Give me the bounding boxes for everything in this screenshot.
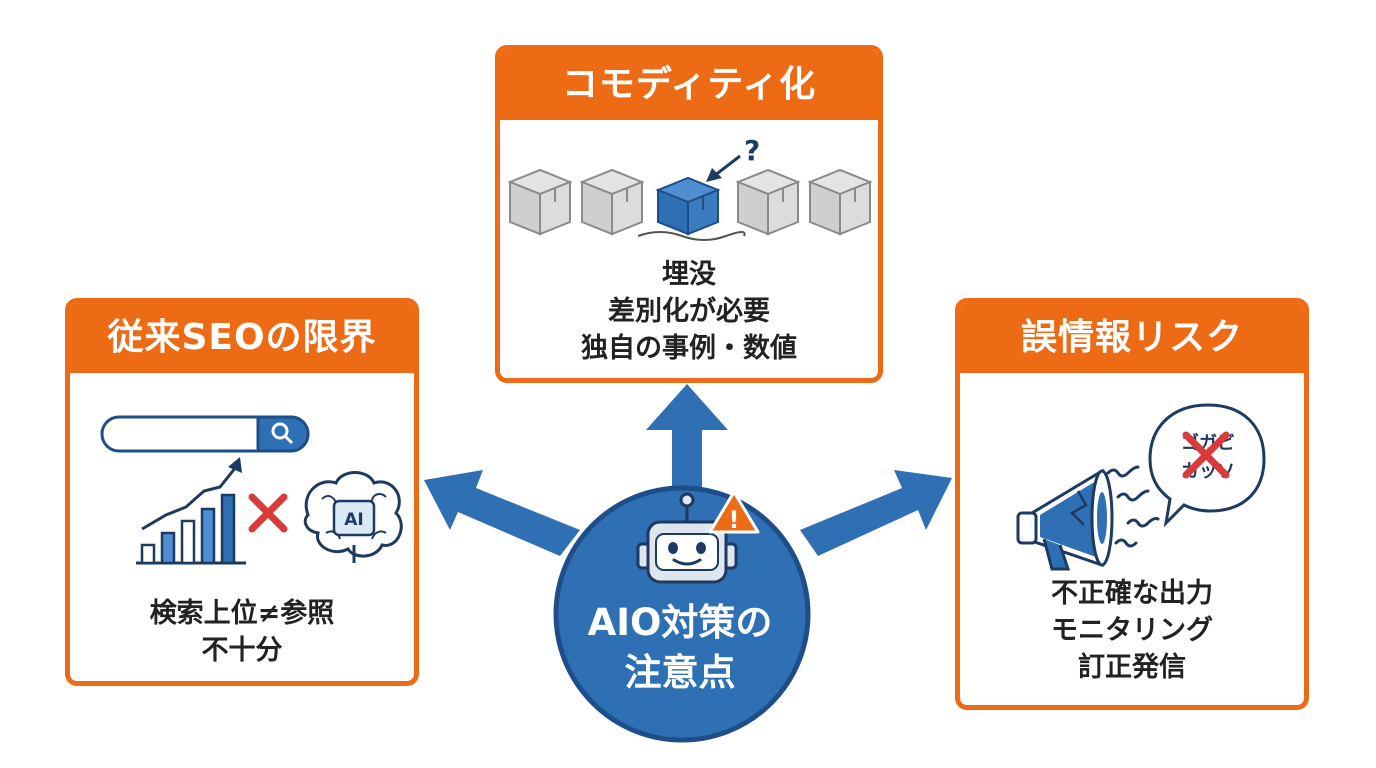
card-text: 検索上位≠参照 不十分 — [70, 595, 414, 669]
arrow-right — [800, 470, 952, 556]
card-text: 埋没 差別化が必要 独自の事例・数値 — [500, 256, 878, 367]
question-mark-icon: ? — [744, 134, 760, 167]
cross-icon — [1182, 431, 1230, 479]
megaphone-icon — [1016, 468, 1114, 571]
card-title: 誤情報リスク — [960, 303, 1304, 373]
center-circle — [553, 485, 811, 743]
bar-chart-icon — [136, 457, 246, 565]
robot-icon — [636, 492, 738, 584]
arrow-up-head — [646, 384, 728, 430]
svg-text:!: ! — [729, 506, 740, 534]
center-title: AIO対策の 注意点 — [555, 598, 805, 698]
card-body: ゴガビ カッソ — [960, 373, 1304, 705]
card-line: 独自の事例・数値 — [581, 333, 797, 364]
card-line: 訂正発信 — [1078, 652, 1186, 683]
card-body: AI 検索上位≠参照 不十分 — [70, 373, 414, 681]
boxes-illustration: ? — [507, 134, 873, 241]
blue-box-icon — [655, 176, 721, 236]
center-title-line: 注意点 — [624, 651, 736, 694]
card-line: モニタリング — [1051, 615, 1213, 646]
megaphone-illustration: ゴガビ カッソ — [1016, 403, 1266, 571]
card-line: 不正確な出力 — [1051, 578, 1213, 609]
card-line: 埋没 — [662, 259, 716, 290]
warning-icon: ! — [708, 490, 760, 534]
gray-box-icon — [507, 168, 573, 236]
search-icon — [271, 422, 294, 445]
card-title: 従来SEOの限界 — [70, 303, 414, 373]
center-title-line: AIO対策の — [587, 601, 773, 644]
card-commoditization: コモディティ化 — [495, 45, 883, 383]
card-body: ? 埋没 差別化が必要 独自の事例・数値 — [500, 120, 878, 378]
gray-box-icon — [735, 168, 801, 236]
card-misinformation-risk: 誤情報リスク ゴガビ カッソ — [955, 298, 1309, 710]
arrow-left — [424, 470, 580, 556]
gray-box-icon — [807, 168, 873, 236]
ai-chip-label: AI — [344, 510, 363, 530]
card-line: 差別化が必要 — [608, 296, 770, 327]
gray-box-icon — [579, 168, 645, 236]
card-title: コモディティ化 — [500, 50, 878, 120]
cross-icon — [248, 493, 288, 533]
sound-waves-icon — [1106, 465, 1160, 548]
ai-brain-icon: AI — [303, 471, 403, 563]
speech-bubble-icon: ゴガビ カッソ — [1148, 403, 1266, 528]
ground-wave — [637, 231, 746, 241]
card-text: 不正確な出力 モニタリング 訂正発信 — [960, 575, 1304, 686]
card-traditional-seo-limit: 従来SEOの限界 — [65, 298, 419, 686]
card-line: 検索上位≠参照 — [149, 598, 335, 629]
card-line: 不十分 — [201, 635, 283, 666]
search-bar-icon — [100, 415, 310, 453]
seo-illustration: AI — [100, 415, 403, 565]
